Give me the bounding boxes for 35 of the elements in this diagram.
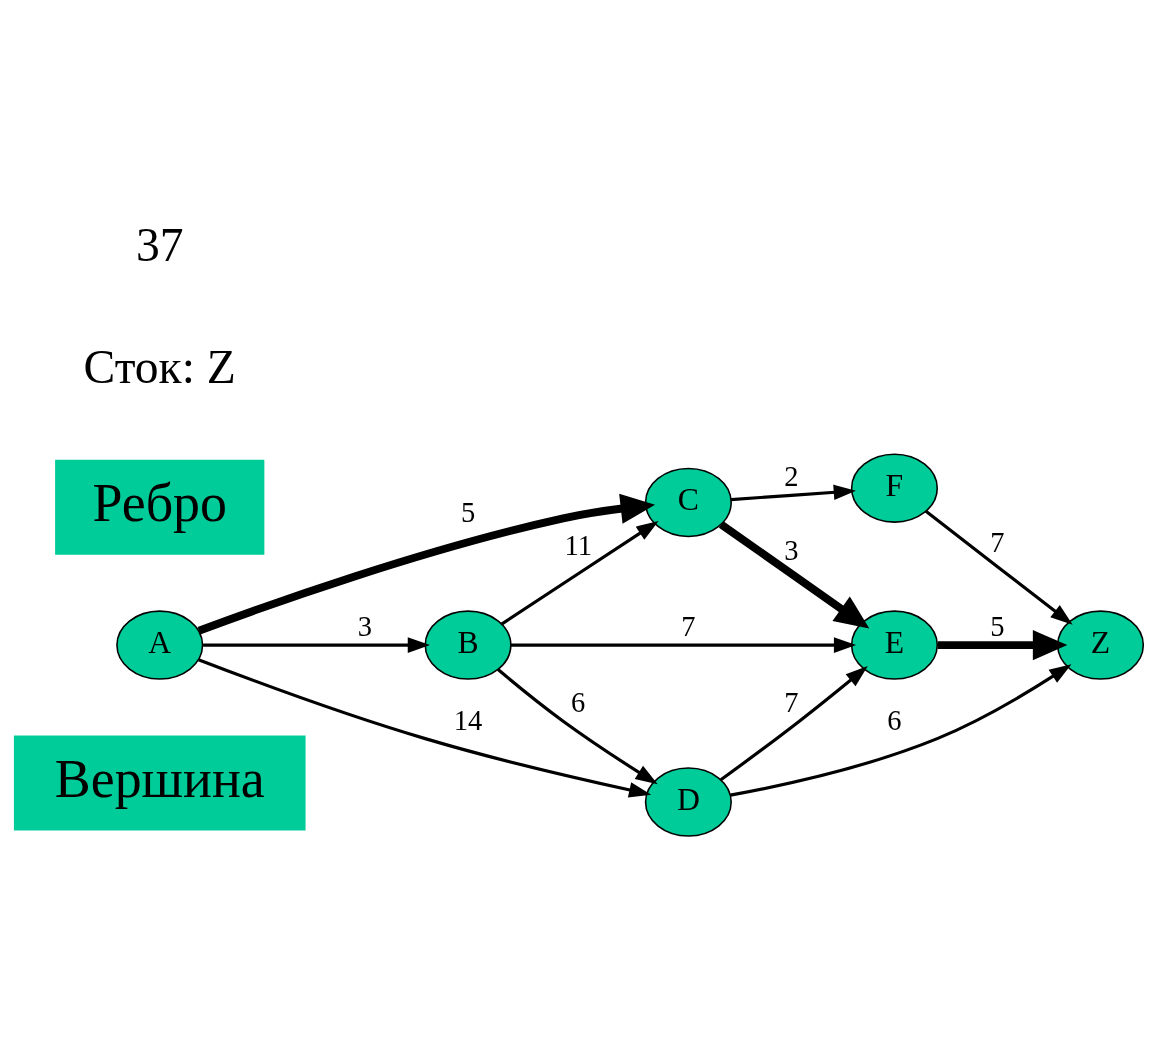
- edge-label: 3: [357, 610, 373, 642]
- edge-label: 5: [460, 496, 476, 528]
- label: Сток: Z: [83, 340, 236, 393]
- edge-label: 5: [990, 610, 1005, 642]
- edge-label: 2: [784, 460, 799, 492]
- edge-label: 7: [681, 610, 696, 642]
- arrow: [500, 520, 659, 625]
- arrow: [497, 667, 658, 784]
- arrow: [718, 520, 870, 629]
- arrow: [730, 484, 856, 501]
- arrow: [197, 657, 652, 798]
- label: 37: [135, 218, 184, 271]
- node-ellipse: Z: [1056, 609, 1145, 680]
- arrow: [511, 636, 857, 653]
- edge-label: 3: [784, 534, 799, 566]
- edge-label: 11: [564, 529, 592, 561]
- arrow: [719, 665, 868, 781]
- node-box: Вершина: [13, 734, 306, 831]
- edge-label: 7: [784, 686, 799, 718]
- node-box: Ребро: [55, 459, 265, 555]
- arrow: [925, 509, 1073, 625]
- arrow: [937, 629, 1068, 660]
- edge-label: 7: [990, 526, 1005, 558]
- node-ellipse: B: [424, 609, 512, 680]
- node-ellipse: C: [644, 467, 732, 537]
- edge-label: 14: [453, 704, 483, 736]
- edge-label: 6: [887, 704, 902, 736]
- node-ellipse: D: [644, 766, 732, 837]
- arrow: [197, 493, 656, 634]
- arrow: [203, 636, 430, 653]
- node-ellipse: A: [116, 609, 204, 680]
- edge-label: 6: [571, 686, 586, 718]
- node-ellipse: E: [850, 609, 939, 680]
- arrow: [730, 663, 1072, 797]
- node-ellipse: F: [850, 452, 939, 523]
